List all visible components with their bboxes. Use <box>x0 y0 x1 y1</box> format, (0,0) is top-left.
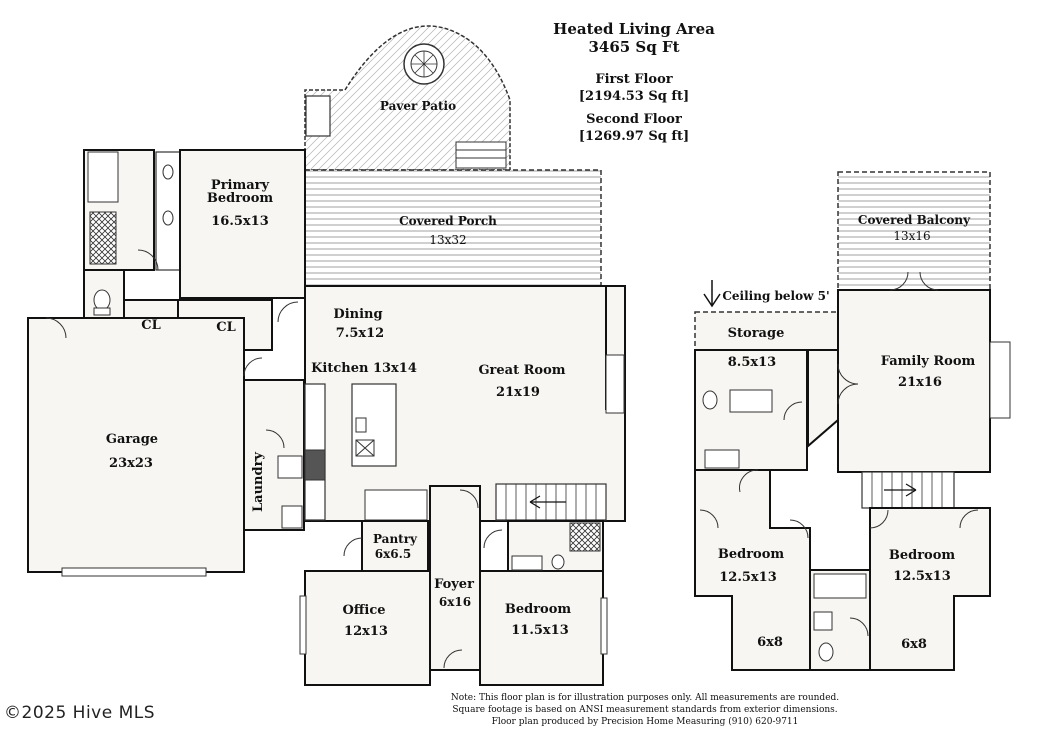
first-floor-label: First Floor <box>595 72 673 87</box>
family-room-dims: 21x16 <box>898 375 942 390</box>
covered-balcony-area <box>837 171 991 291</box>
great-room-dims: 21x19 <box>496 385 540 400</box>
bedroom-room <box>479 570 604 686</box>
laundry-room <box>243 379 305 531</box>
laundry-label: Laundry <box>251 452 266 512</box>
heated-area-title: Heated Living Area <box>553 20 715 38</box>
pantry-room <box>361 520 429 572</box>
office-label: Office <box>342 603 385 618</box>
shower-tile <box>89 211 117 265</box>
first-floor-plan <box>27 25 626 686</box>
disclaimer-line-3: Floor plan produced by Precision Home Me… <box>491 717 799 727</box>
primary-bedroom-label-line1: Primary <box>211 178 270 193</box>
primary-bedroom-room <box>179 149 306 299</box>
storage-dims: 8.5x13 <box>728 355 776 370</box>
pantry-label: Pantry <box>373 532 418 546</box>
upper-bedroom-left-dims: 12.5x13 <box>719 570 777 585</box>
storage-area <box>694 311 839 351</box>
bedroom-dims: 11.5x13 <box>511 623 569 638</box>
bath-tile <box>569 522 601 552</box>
washer <box>277 455 303 479</box>
disclaimer-line-2: Square footage is based on ANSI measurem… <box>452 705 838 715</box>
room-labels: Paver Patio Primary Bedroom 16.5x13 Cove… <box>106 99 976 652</box>
primary-bedroom-dims: 16.5x13 <box>211 214 269 229</box>
dining-label: Dining <box>333 307 382 322</box>
upper-bedroom-right-room <box>869 507 991 671</box>
upper-bedroom-left-label: Bedroom <box>718 547 785 562</box>
disclaimer-line-1: Note: This floor plan is for illustratio… <box>450 693 840 703</box>
patio-steps <box>455 141 507 169</box>
second-floor-label: Second Floor <box>586 112 682 127</box>
covered-porch-area <box>304 169 602 287</box>
closet-1-label: CL <box>141 318 161 333</box>
foyer-room <box>429 485 481 671</box>
ceiling-note: Ceiling below 5' <box>722 289 829 303</box>
great-room-label: Great Room <box>478 363 565 378</box>
storage-label: Storage <box>728 326 785 341</box>
pantry-dims: 6x6.5 <box>375 547 411 561</box>
foyer-label: Foyer <box>434 577 474 592</box>
covered-porch-dims: 13x32 <box>429 233 466 247</box>
laundry-sink <box>281 505 303 529</box>
bedroom-label: Bedroom <box>505 602 572 617</box>
outdoor-grill <box>305 95 331 137</box>
upper-bedroom-right-nook: 6x8 <box>901 637 927 652</box>
covered-balcony-dims: 13x16 <box>893 229 930 243</box>
garage-dims: 23x23 <box>109 456 153 471</box>
family-room-room <box>837 289 991 473</box>
dining-dims: 7.5x12 <box>336 326 384 341</box>
kitchen-label: Kitchen 13x14 <box>311 361 417 376</box>
garage-room <box>27 317 245 573</box>
second-floor-area: [1269.97 Sq ft] <box>578 129 690 144</box>
primary-bedroom-label-line2: Bedroom <box>207 191 274 206</box>
family-room-label: Family Room <box>881 354 976 369</box>
copyright-watermark: ©2025 Hive MLS <box>4 703 156 723</box>
covered-porch-label: Covered Porch <box>399 214 497 228</box>
upper-bedroom-left-nook: 6x8 <box>757 635 783 650</box>
upper-bedroom-right-dims: 12.5x13 <box>893 569 951 584</box>
garage-label: Garage <box>106 432 158 447</box>
paver-patio-label: Paver Patio <box>380 99 456 113</box>
heated-area-total: 3465 Sq Ft <box>588 38 680 56</box>
foyer-dims: 6x16 <box>439 595 471 609</box>
upper-bedroom-right-label: Bedroom <box>889 548 956 563</box>
covered-balcony-label: Covered Balcony <box>858 213 971 227</box>
office-dims: 12x13 <box>344 624 388 639</box>
second-floor-plan <box>694 171 1011 671</box>
closet-2-label: CL <box>216 320 236 335</box>
first-floor-area: [2194.53 Sq ft] <box>578 89 690 104</box>
paver-patio-area <box>304 25 511 171</box>
